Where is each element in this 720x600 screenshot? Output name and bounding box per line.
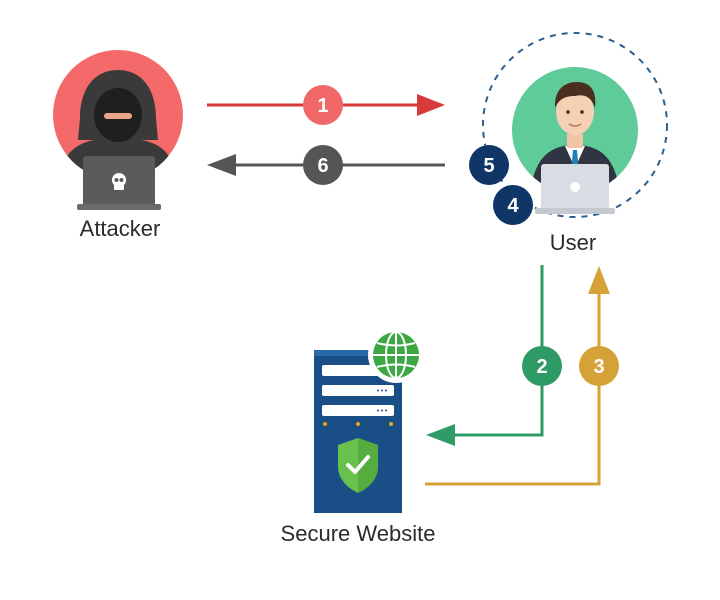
svg-text:3: 3: [593, 356, 604, 378]
secure-website-label: Secure Website: [281, 521, 436, 546]
user-node: User: [482, 32, 668, 255]
attacker-label: Attacker: [80, 216, 161, 241]
dashed-ring: [482, 32, 668, 218]
svg-text:1: 1: [317, 95, 328, 117]
svg-text:6: 6: [317, 155, 328, 177]
arrow-step-2: [426, 265, 544, 446]
laptop-icon: [77, 156, 161, 210]
step-badge-5: 5: [469, 145, 509, 185]
step-badge-2: 2: [522, 346, 562, 386]
step-badge-3: 3: [579, 346, 619, 386]
hacker-icon: [60, 70, 176, 180]
secure-website-node: Secure Website: [281, 327, 436, 546]
svg-text:2: 2: [536, 356, 547, 378]
attacker-node: Attacker: [53, 50, 183, 241]
svg-text:5: 5: [483, 155, 494, 177]
laptop-icon: [535, 164, 615, 214]
user-label: User: [550, 230, 596, 255]
step-badge-6: 6: [303, 145, 343, 185]
shield-check-icon: [338, 438, 378, 493]
globe-icon: [368, 327, 424, 383]
step-badge-4: 4: [493, 185, 533, 225]
step-badge-1: 1: [303, 85, 343, 125]
svg-text:4: 4: [507, 195, 519, 217]
skull-icon: [112, 173, 126, 190]
